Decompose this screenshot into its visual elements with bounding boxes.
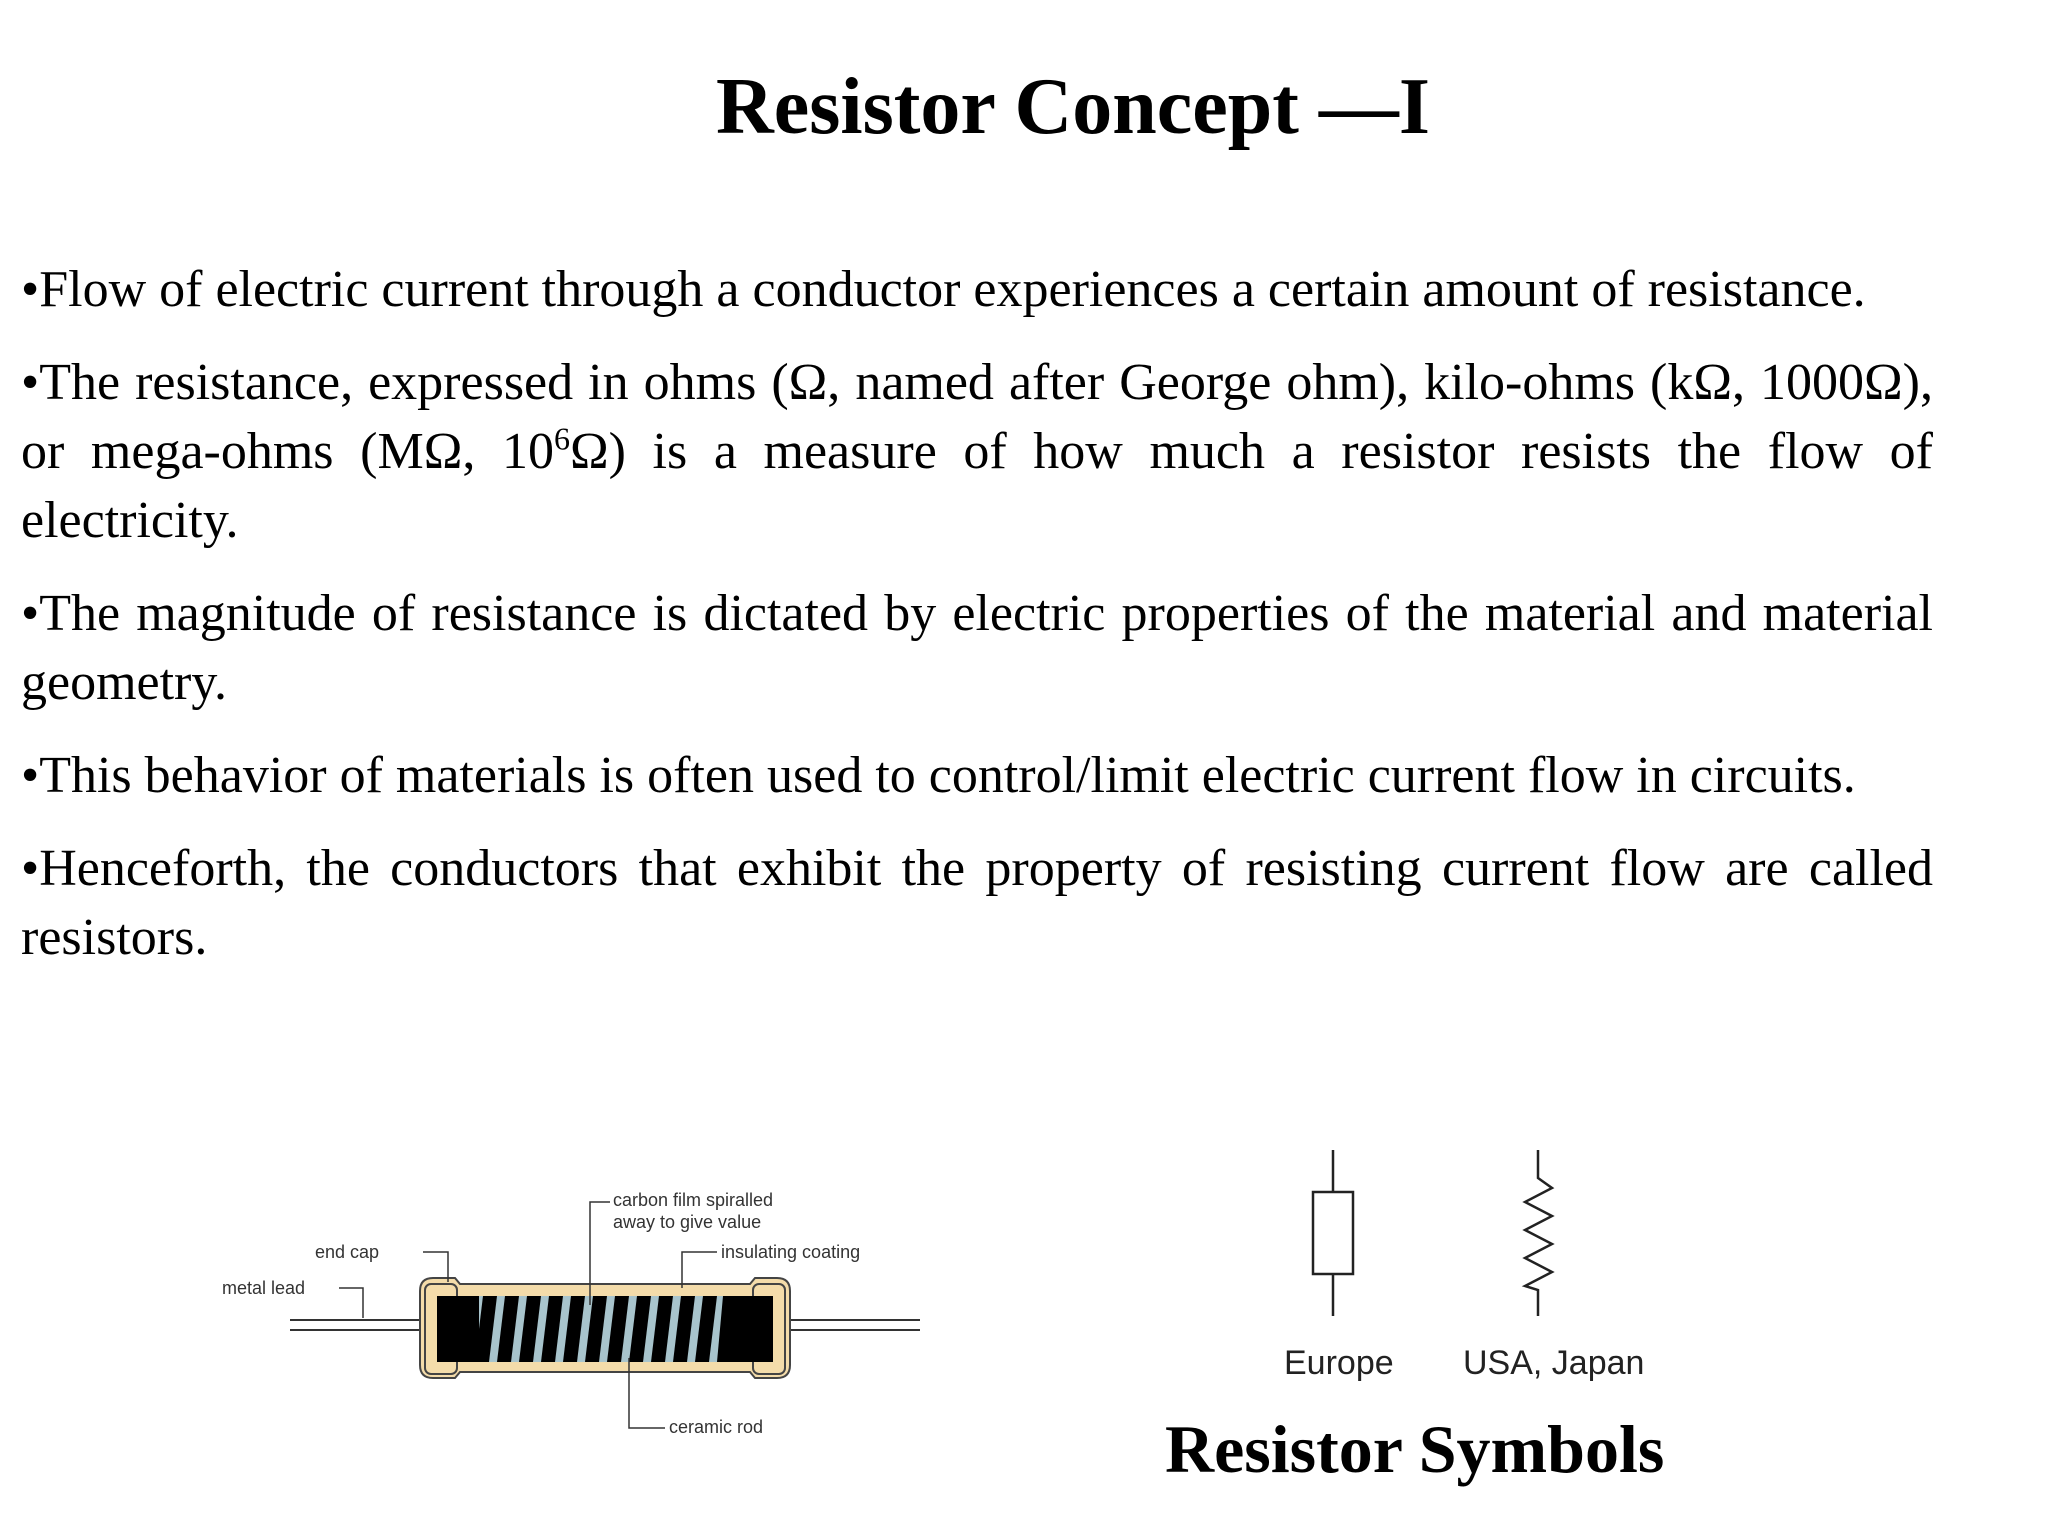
exponent: 6 [553,420,570,457]
resistor-diagram-svg: carbon film spiralled away to give value… [222,1190,920,1437]
bullet-text: •The resistance, expressed in ohms (Ω, n… [21,354,1933,480]
label-metal-lead: metal lead [222,1278,305,1298]
bullet-text: Ω) is a measure of how much a resistor r… [21,423,1934,549]
bullet-list: •Flow of electric current through a cond… [21,255,1933,996]
bullet-item: •Henceforth, the conductors that exhibit… [21,834,1933,972]
bullet-item: •This behavior of materials is often use… [21,741,1933,810]
bullet-text: •Henceforth, the conductors that exhibit… [21,840,1933,966]
europe-resistor-symbol [1311,1150,1355,1316]
usa-resistor-symbol [1521,1150,1555,1316]
label-carbon-film-2: away to give value [613,1212,761,1232]
carbon-film-spiral [475,1296,733,1362]
resistor-construction-diagram: carbon film spiralled away to give value… [215,1160,935,1500]
label-end-cap: end cap [315,1242,379,1262]
bullet-text: •The magnitude of resistance is dictated… [21,585,1933,711]
symbols-caption: Resistor Symbols [1165,1411,1665,1487]
bullet-text: •Flow of electric current through a cond… [21,261,1866,318]
leader-lines [339,1201,717,1429]
bullet-text: •This behavior of materials is often use… [21,747,1856,804]
metal-lead [290,1319,920,1331]
bullet-item: •The magnitude of resistance is dictated… [21,579,1933,717]
resistor-symbols-svg: Europe USA, Japan [1284,1150,1644,1382]
europe-label: Europe [1284,1344,1394,1382]
label-insulating-coating: insulating coating [721,1242,860,1262]
usa-japan-label: USA, Japan [1463,1344,1644,1382]
bullet-item: •Flow of electric current through a cond… [21,255,1933,324]
slide-title: Resistor Concept —I [715,63,1431,151]
resistor-symbols-diagram: Europe USA, Japan [1270,1140,1670,1400]
carbon-film-end-right [733,1296,773,1362]
label-ceramic-rod: ceramic rod [669,1417,763,1437]
carbon-film-end-left [437,1296,479,1362]
label-carbon-film-1: carbon film spiralled [613,1190,773,1210]
bullet-item: •The resistance, expressed in ohms (Ω, n… [21,348,1933,555]
